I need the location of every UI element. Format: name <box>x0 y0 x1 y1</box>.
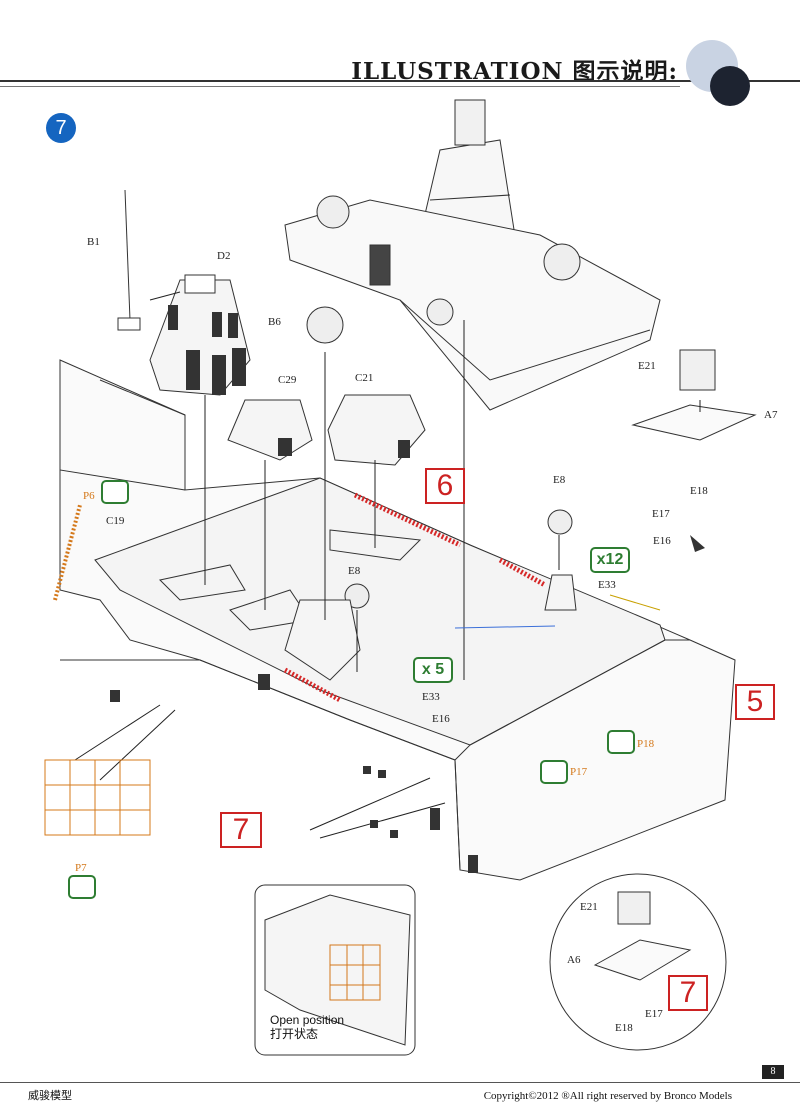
quantity-badge-x5: x 5 <box>413 657 453 683</box>
glue-icon <box>68 875 96 899</box>
part-label-e21-inset: E21 <box>580 901 598 913</box>
part-label-e18: E18 <box>690 485 708 497</box>
part-label-e33-right: E33 <box>598 579 616 591</box>
part-label-c21: C21 <box>355 372 374 384</box>
glue-icon <box>607 730 635 754</box>
glue-icon <box>101 480 129 504</box>
part-label-a6: A6 <box>567 954 581 966</box>
part-label-p18: P18 <box>637 738 655 750</box>
part-label-c29: C29 <box>278 374 297 386</box>
step-ref-5: 5 <box>735 684 775 720</box>
copyright-notice: Copyright©2012 ®All right reserved by Br… <box>483 1090 732 1102</box>
step-ref-6: 6 <box>425 468 465 504</box>
part-label-e17: E17 <box>652 508 670 520</box>
header-rule-secondary <box>0 86 680 87</box>
step-number-badge: 7 <box>46 113 76 143</box>
step-ref-7-inset: 7 <box>668 975 708 1011</box>
quantity-badge-x12: x12 <box>590 547 630 573</box>
part-label-e8-right: E8 <box>553 474 566 486</box>
inset-caption-cn: 打开状态 <box>270 1027 319 1041</box>
part-label-e16-right: E16 <box>653 535 671 547</box>
brand-name: 威骏模型 <box>28 1089 72 1102</box>
part-label-e17-inset: E17 <box>645 1008 663 1020</box>
part-label-p17: P17 <box>570 766 588 778</box>
part-label-b1: B1 <box>87 236 100 248</box>
step-ref-7-main: 7 <box>220 812 262 848</box>
header-decoration-icon <box>686 40 750 106</box>
inset-caption: Open position 打开状态 <box>270 1013 344 1041</box>
inset-caption-en: Open position <box>270 1013 345 1027</box>
part-label-e18-inset: E18 <box>615 1022 633 1034</box>
glue-icon <box>540 760 568 784</box>
page-number: 8 <box>762 1065 784 1079</box>
part-label-c19: C19 <box>106 515 125 527</box>
part-label-p6: P6 <box>83 490 95 502</box>
part-label-d2: D2 <box>217 250 231 262</box>
footer-rule <box>0 1082 800 1083</box>
part-label-p7: P7 <box>75 862 87 874</box>
part-label-e16-left: E16 <box>432 713 450 725</box>
part-label-a7: A7 <box>764 409 778 421</box>
header-rule <box>0 80 800 82</box>
part-label-e33-left: E33 <box>422 691 440 703</box>
part-label-b6: B6 <box>268 316 281 328</box>
part-label-e21: E21 <box>638 360 656 372</box>
part-label-e8-left: E8 <box>348 565 361 577</box>
